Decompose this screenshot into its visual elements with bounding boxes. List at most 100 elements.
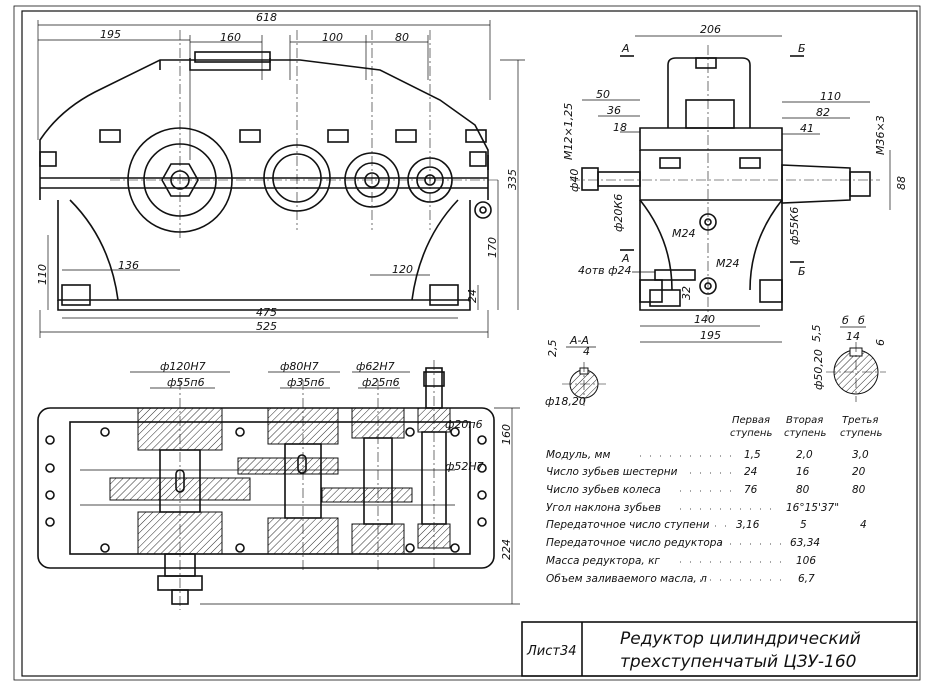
front-top-dimensions: 618 195 160 100 80 xyxy=(37,11,491,160)
cut-label-a-top: А xyxy=(621,42,630,55)
view-b-label-1: б xyxy=(842,314,849,327)
row-v1: 1,5 xyxy=(744,449,761,461)
dim-phi120h7: ф120Н7 xyxy=(160,360,206,373)
row-v3: 3,0 xyxy=(852,449,869,461)
cut-label-b-bottom: Б xyxy=(798,265,806,278)
section-a-a-label: А-А xyxy=(569,334,589,347)
spec-table-row: Угол наклона зубьев 16°15'37" xyxy=(546,502,839,514)
row-v2: 6,7 xyxy=(798,573,815,585)
dim-18: 18 xyxy=(613,121,627,134)
spec-table-row: Передаточное число ступени 3,16 5 4 xyxy=(546,519,867,531)
dim-100: 100 xyxy=(322,31,343,44)
dim-224: 224 xyxy=(500,539,513,560)
row-v2: 80 xyxy=(796,484,810,496)
dim-14: 14 xyxy=(846,330,860,343)
dim-2-5: 2,5 xyxy=(546,340,559,358)
dim-50: 50 xyxy=(596,88,610,101)
dim-phi55k6: ф55К6 xyxy=(788,207,801,245)
sheet-frame xyxy=(13,5,921,681)
dim-phi20k6: ф20К6 xyxy=(612,194,625,232)
dim-110: 110 xyxy=(36,264,49,285)
front-view: 618 195 160 100 80 xyxy=(36,11,525,338)
dim-80: 80 xyxy=(395,31,409,44)
row-v2: 2,0 xyxy=(796,449,813,461)
dim-140: 140 xyxy=(694,313,715,326)
spec-table-row: Передаточное число редуктора 63,34 xyxy=(546,537,820,549)
plan-section: ф120Н7 ф55п6 ф80Н7 ф35п6 ф62Н7 ф25п6 ф20… xyxy=(37,360,520,610)
dim-24: 24 xyxy=(466,289,479,303)
dim-5-5: 5,5 xyxy=(810,325,823,343)
dim-phi62h7: ф62Н7 xyxy=(356,360,395,373)
spec-table-row: Объем заливаемого масла, л 6,7 xyxy=(546,573,815,585)
dim-41: 41 xyxy=(800,122,814,135)
dim-phi20n6: ф20п6 xyxy=(445,418,483,431)
holes-4x24: 4отв ф24 xyxy=(578,264,632,277)
sheet-inner-frame xyxy=(21,10,918,677)
thread-m24-lower: М24 xyxy=(716,257,740,270)
front-lower-dimensions: 335 170 110 136 120 24 475 525 xyxy=(36,59,525,338)
spec-table-row: Модуль, мм 1,5 2,0 3,0 xyxy=(546,449,869,461)
row-label: Угол наклона зубьев xyxy=(546,502,661,514)
thread-m12: М12×1,25 xyxy=(562,103,575,160)
row-v3: 20 xyxy=(852,466,866,478)
row-v2: 106 xyxy=(796,555,816,567)
dim-136: 136 xyxy=(118,259,139,272)
thread-m24-upper: М24 xyxy=(672,227,696,240)
row-v2: 5 xyxy=(800,519,807,531)
dim-160-plan: 160 xyxy=(500,424,513,445)
housing-base xyxy=(57,200,471,301)
cut-label-a-bottom: А xyxy=(621,252,630,265)
title-block: Лист34 Редуктор цилиндрический трехступе… xyxy=(521,621,918,677)
spec-table-row: Число зубьев колеса 76 80 80 xyxy=(546,484,866,496)
view-b: б б 5,5 14 6 ф50,20 xyxy=(810,314,887,402)
dim-phi80h7: ф80Н7 xyxy=(280,360,319,373)
row-label: Передаточное число ступени xyxy=(546,519,710,531)
row-v2: 63,34 xyxy=(790,537,820,549)
dim-32: 32 xyxy=(680,286,693,300)
housing-cover xyxy=(39,59,489,170)
dim-195-front: 195 xyxy=(100,28,121,41)
plan-flange-holes xyxy=(45,427,487,553)
row-v2: 16 xyxy=(796,466,810,478)
dim-525: 525 xyxy=(256,320,277,333)
row-label: Число зубьев шестерни xyxy=(546,466,678,478)
row-v3: 4 xyxy=(860,519,867,531)
row-label: Объем заливаемого масла, л xyxy=(546,573,707,585)
row-v3: 80 xyxy=(852,484,866,496)
dim-206: 206 xyxy=(700,23,721,36)
spec-table-row: Число зубьев шестерни 24 16 20 xyxy=(546,466,866,478)
dim-335: 335 xyxy=(506,169,519,190)
title-line-1: Редуктор цилиндрический xyxy=(620,629,861,649)
side-view: А Б А Б 206 xyxy=(562,23,908,343)
side-dimensions: 50 36 18 110 82 41 М12×1,25 М36×3 ф40 ф2… xyxy=(562,88,908,343)
row-label: Передаточное число редуктора xyxy=(546,537,723,549)
dim-phi18-20: ф18,20 xyxy=(545,395,586,408)
section-a-a: А-А 2,5 4 ф18,20 xyxy=(545,334,606,408)
sheet-number: Лист34 xyxy=(526,644,577,659)
row-v1: 24 xyxy=(744,466,757,478)
dim-170: 170 xyxy=(486,237,499,258)
dim-phi50-20: ф50,20 xyxy=(812,349,825,390)
row-v2: 16°15'37" xyxy=(786,502,839,514)
dim-195-side: 195 xyxy=(700,329,721,342)
dim-36: 36 xyxy=(607,104,621,117)
plan-housing xyxy=(37,407,495,569)
dim-phi35n6: ф35п6 xyxy=(287,376,325,389)
header-stage3-l2: ступень xyxy=(840,428,882,439)
row-v1: 3,16 xyxy=(736,519,760,531)
spec-table-header: Первая ступень Вторая ступень Третья сту… xyxy=(730,415,882,439)
header-stage2-l1: Вторая xyxy=(786,415,823,426)
dim-phi55n6: ф55п6 xyxy=(167,376,205,389)
header-stage1-l1: Первая xyxy=(732,415,770,426)
flange-bolts xyxy=(39,129,487,167)
title-line-2: трехступенчатый ЦЗУ-160 xyxy=(620,652,857,672)
header-stage2-l2: ступень xyxy=(784,428,826,439)
dim-120: 120 xyxy=(392,263,413,276)
dim-88: 88 xyxy=(895,176,908,190)
thread-m36: М36×3 xyxy=(874,115,887,155)
spec-table-row: Масса редуктора, кг 106 xyxy=(546,555,816,567)
dim-phi25n6: ф25п6 xyxy=(362,376,400,389)
dim-4: 4 xyxy=(583,345,590,358)
dim-160: 160 xyxy=(220,31,241,44)
